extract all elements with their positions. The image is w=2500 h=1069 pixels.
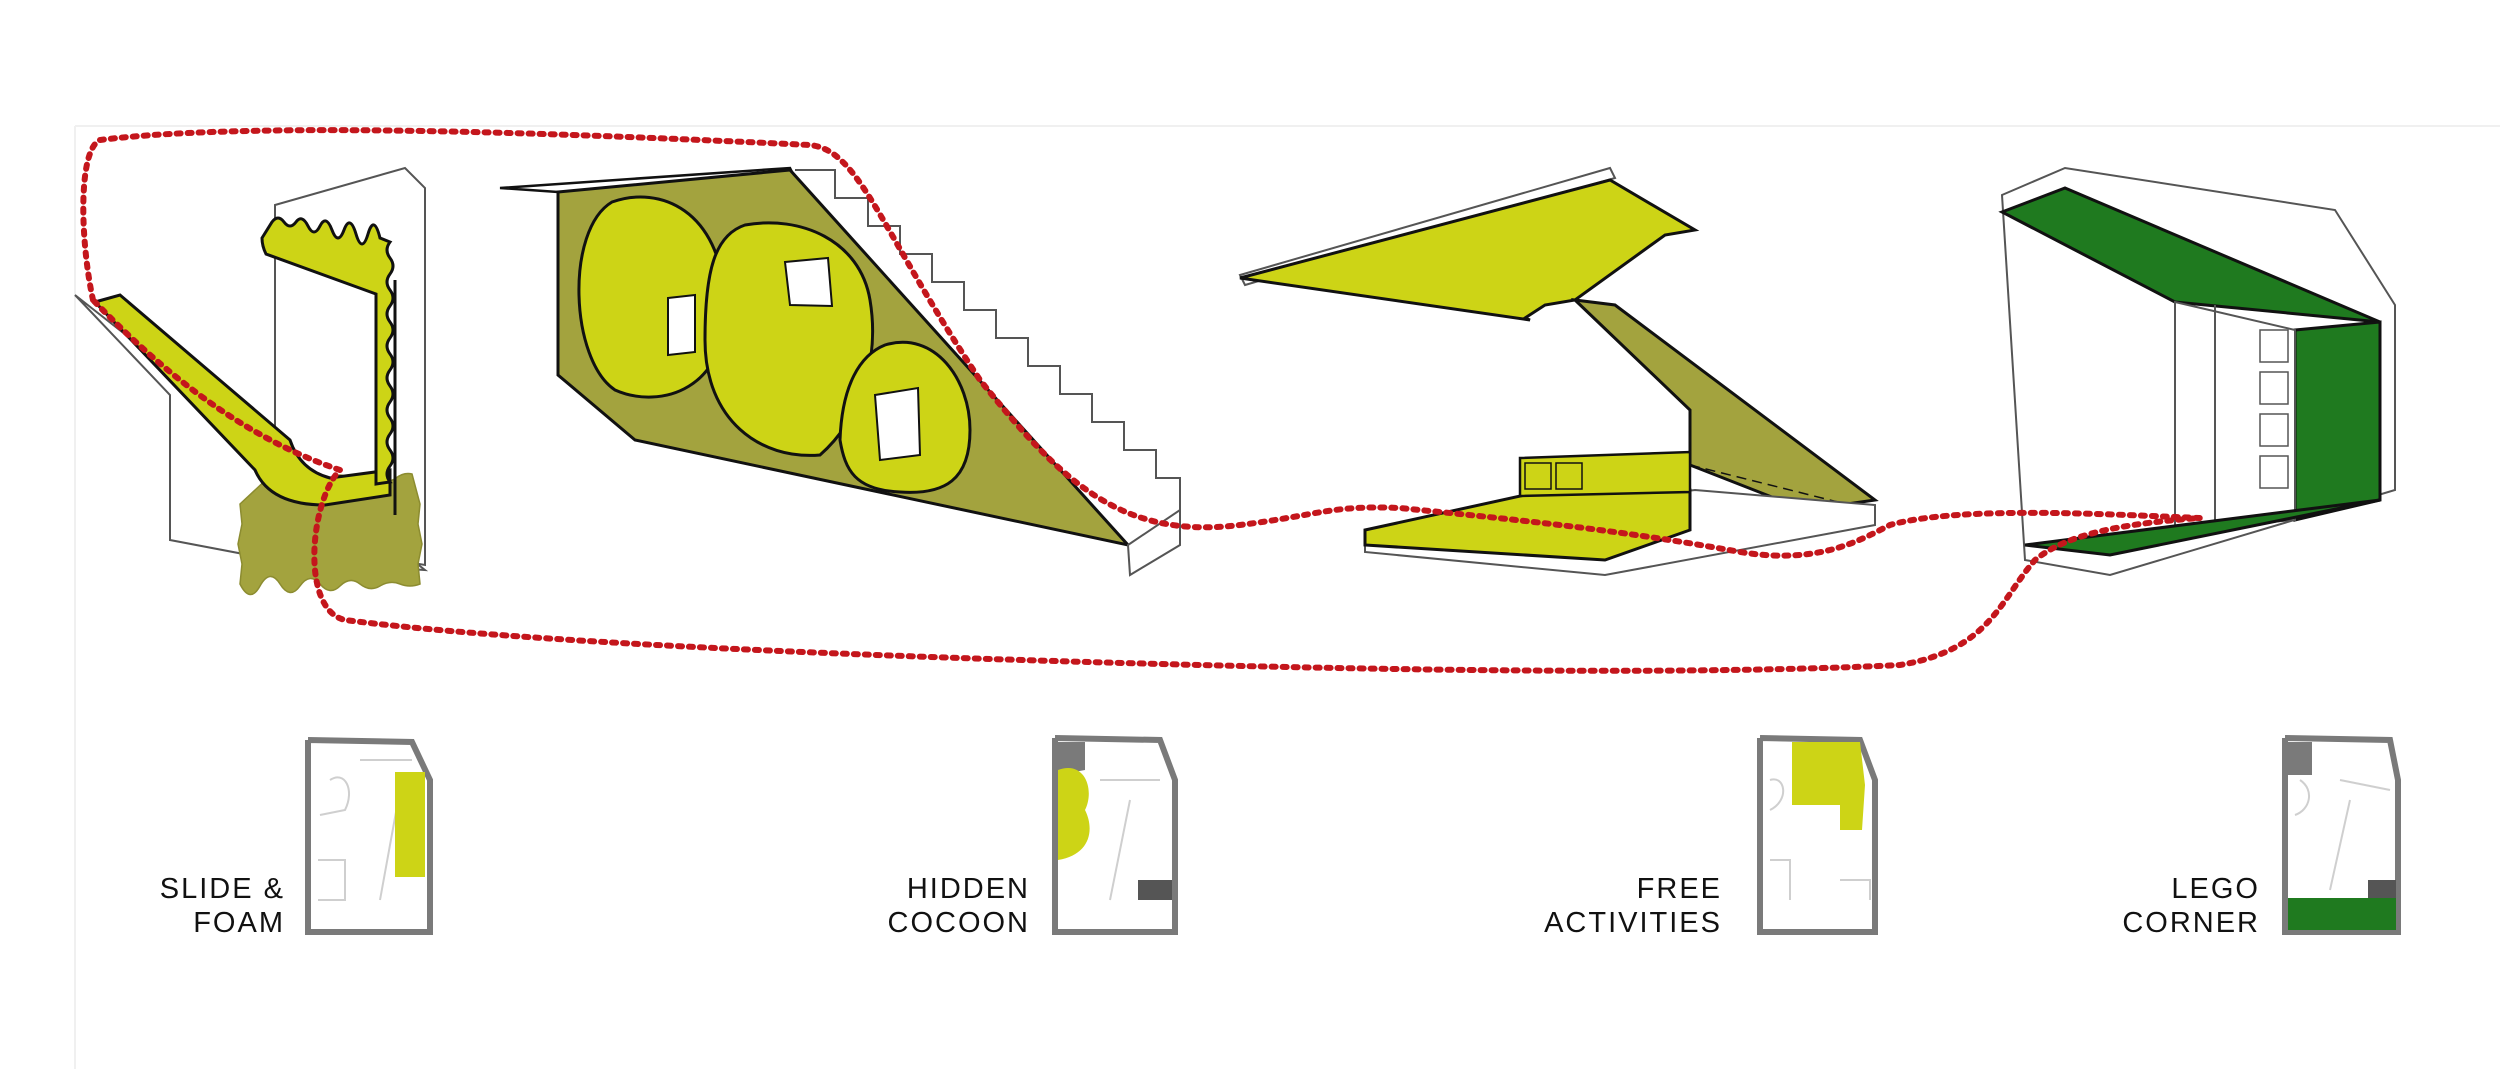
plan-4-corner bbox=[2288, 742, 2312, 775]
zone-label-line-2: ACTIVITIES bbox=[1544, 907, 1722, 939]
plan-2-dark-block bbox=[1138, 880, 1172, 900]
zone-label-slide-foam: SLIDE & FOAM bbox=[25, 872, 285, 940]
plan-3-wall bbox=[1757, 735, 1878, 935]
plan-1-outline bbox=[318, 759, 412, 901]
plan-2-corner bbox=[1058, 742, 1085, 775]
plan-1-wall bbox=[305, 737, 433, 935]
plan-3-outline bbox=[1769, 778, 1871, 900]
foam-wall-surface bbox=[260, 216, 395, 486]
lego-floor bbox=[2024, 498, 2381, 557]
plan-2-outline bbox=[1100, 779, 1160, 901]
cocoon-window-2 bbox=[783, 256, 834, 308]
ramp-hidden-line-2 bbox=[1689, 464, 1851, 506]
hidden-cocoon-plan bbox=[1052, 735, 1178, 935]
slide-foam-plan bbox=[305, 737, 433, 935]
plan-4-dark-block bbox=[2368, 880, 2396, 900]
activities-ceiling bbox=[1239, 178, 1700, 322]
cocoon-staircase bbox=[795, 169, 1181, 510]
zone-label-lego-corner: LEGO CORNER bbox=[2000, 872, 2260, 940]
hidden-cocoon-axonometric bbox=[499, 166, 1181, 577]
lego-corner-axonometric bbox=[1998, 166, 2396, 577]
plan-2-wall bbox=[1052, 735, 1178, 935]
plan-4-lego-zone bbox=[2288, 898, 2396, 930]
zone-label-line-1: SLIDE & bbox=[159, 873, 285, 905]
zone-label-line-2: CORNER bbox=[2122, 907, 2260, 939]
lego-shelf-2 bbox=[2259, 371, 2289, 405]
zone-label-line-1: HIDDEN bbox=[906, 873, 1030, 905]
free-activities-plan bbox=[1757, 735, 1878, 935]
free-activities-axonometric bbox=[1238, 166, 1879, 577]
zone-label-line-2: FOAM bbox=[193, 907, 285, 939]
plan-4-wall bbox=[2282, 735, 2401, 935]
slide-foam-axonometric bbox=[74, 166, 429, 596]
cocoon-window-1 bbox=[667, 293, 696, 357]
plan-1-foam-zone bbox=[395, 772, 425, 877]
circulation-route bbox=[80, 127, 2201, 674]
lego-side-wall bbox=[2293, 320, 2382, 522]
lego-shelf-1 bbox=[2259, 329, 2289, 363]
zone-label-line-1: LEGO bbox=[2171, 873, 2260, 905]
cabinet-cube-2 bbox=[1555, 462, 1583, 490]
lego-shelf-3 bbox=[2259, 413, 2289, 447]
zone-label-hidden-cocoon: HIDDEN COCOON bbox=[770, 872, 1030, 940]
zone-label-line-2: COCOON bbox=[887, 907, 1030, 939]
lego-corner-plan bbox=[2282, 735, 2401, 935]
lego-shelf-4 bbox=[2259, 455, 2289, 489]
zone-label-line-1: FREE bbox=[1636, 873, 1722, 905]
plan-4-outline bbox=[2294, 779, 2391, 891]
plan-2-cocoon-zone bbox=[1058, 768, 1090, 860]
cabinet-cube-1 bbox=[1524, 462, 1552, 490]
cocoon-window-3 bbox=[873, 386, 922, 462]
zone-label-free-activities: FREE ACTIVITIES bbox=[1462, 872, 1722, 940]
plan-3-activity-zone bbox=[1792, 742, 1865, 830]
